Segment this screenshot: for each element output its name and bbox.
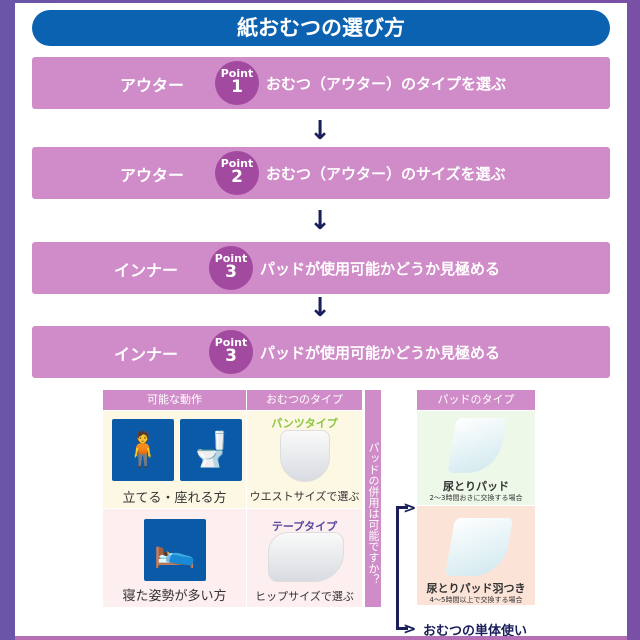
pad-note: 2〜3時間おきに交換する場合 [429,494,523,502]
pants-type-label: パンツタイプ [271,417,338,430]
bottom-divider [15,636,627,640]
action-label: 寝た姿勢が多い方 [122,589,227,604]
step-desc: おむつ（アウター）のサイズを選ぶ [266,165,506,183]
tape-type-label: テープタイプ [271,520,338,533]
lying-in-bed-icon: 🛌 [144,519,206,581]
standing-person-icon: 🧍 [112,419,174,481]
header-type: おむつのタイプ [247,390,362,410]
step-desc: おむつ（アウター）のタイプを選ぶ [266,75,507,93]
arrow-down-icon: ↓ [309,206,331,236]
pad-header: パッドのタイプ [417,390,535,410]
pad-name: 尿とりパッド [443,480,509,493]
step-kind: インナー [114,261,179,280]
arrow-right-icon: > [403,498,417,517]
step-kind: インナー [114,345,179,364]
header-action: 可能な動作 [103,390,246,410]
arrow-down-icon: ↓ [309,293,331,323]
step-desc: パッドが使用可能かどうか見極める [260,344,501,362]
step-desc: パッドが使用可能かどうか見極める [260,260,501,278]
tape-diaper-image [268,532,344,582]
page-title: 紙おむつの選び方 [32,10,610,46]
sitting-person-icon: 🚽 [180,419,242,481]
diaper-only-label: おむつの単体使い [423,624,528,639]
pad-note: 4〜5時間以上で交換する場合 [429,596,523,604]
action-label: 立てる・座れる方 [122,491,227,506]
arrow-down-icon: ↓ [309,116,331,146]
pants-diaper-image [280,430,330,482]
pad-name: 尿とりパッド羽つき [426,582,526,595]
size-label: ウエストサイズで選ぶ [249,490,360,503]
arrow-right-icon: > [403,619,417,638]
pad-question: パッドの併用は可能ですか？ [365,390,381,607]
step-kind: アウター [120,76,185,95]
connector-line [396,506,399,630]
step-kind: アウター [120,166,185,185]
size-label: ヒップサイズで選ぶ [255,590,354,603]
